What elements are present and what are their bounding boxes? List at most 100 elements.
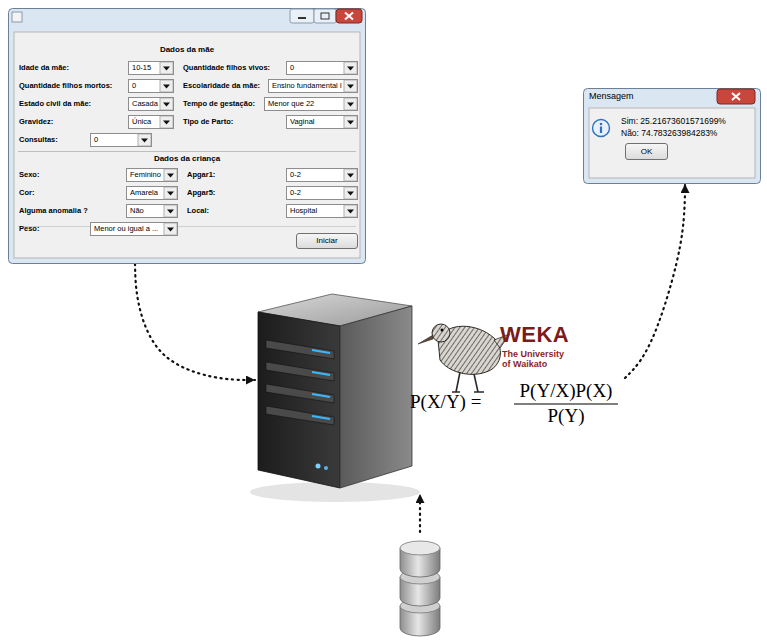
push-button: Iniciar (296, 233, 358, 249)
formula-part: P(Y/X)P(X) (512, 380, 620, 402)
info-icon-dot (600, 123, 603, 126)
combo-arrow-button (344, 98, 357, 110)
combo-arrow-button (160, 116, 173, 128)
combo-arrow-glyph (347, 85, 354, 89)
weka-bird (441, 329, 444, 332)
logo-text: WEKA (500, 322, 569, 348)
data-flow-arrow (625, 184, 685, 378)
info-icon (593, 120, 610, 137)
weka-bird (418, 324, 510, 392)
field-label: Tempo de gestação: (183, 97, 255, 111)
field-value: 0 (290, 62, 294, 74)
server-icon (340, 306, 412, 488)
combo-arrow-glyph (163, 85, 170, 89)
field-label: Tipo de Parto: (183, 115, 233, 129)
field-value: Não (130, 205, 144, 217)
weka-bird (432, 324, 450, 342)
status-light (312, 372, 330, 375)
combo-box: Quantidade filhos vivos:0 (286, 61, 358, 75)
field-value: Casada (132, 98, 158, 110)
combo-arrow-button (160, 62, 173, 74)
form-window: Idade da mãe:10-15Quantidade filhos vivo… (8, 8, 366, 264)
field-label: Alguma anomalia ? (19, 204, 88, 218)
result-text: Sim: 25.21673601571699% (621, 116, 726, 126)
combo-box: Peso:Menor ou igual a ... (90, 222, 178, 236)
server-icon (316, 464, 321, 469)
window-frame (9, 9, 366, 264)
drive-bay (266, 406, 334, 425)
combo-box: Gravidez:Única (128, 115, 174, 129)
formula-part: P(X/Y) = (410, 391, 481, 413)
field-value: Ensino fundamental I (272, 80, 342, 92)
combo-box: Apgar5:0-2 (286, 186, 358, 200)
field-label: Peso: (19, 222, 39, 236)
combo-box: Idade da mãe:10-15 (128, 61, 174, 75)
combo-arrow (287, 62, 357, 74)
section-heading: Dados da mãe (8, 45, 366, 54)
minimize-button (290, 9, 314, 23)
combo-arrow-button (164, 169, 177, 181)
combo-arrow-glyph (141, 139, 148, 143)
combo-arrow-button (344, 62, 357, 74)
logo-subtext: The University of Waikato (502, 350, 574, 370)
form-panel (14, 32, 360, 258)
data-flow-line (419, 494, 421, 532)
weka-bird (418, 335, 433, 344)
field-value: Menor que 22 (268, 98, 314, 110)
section-separator (18, 151, 356, 152)
result-text: Não: 74.783263984283% (621, 128, 717, 138)
field-label: Quantidade filhos vivos: (183, 61, 270, 75)
field-label: Consultas: (19, 133, 58, 147)
field-value: 0-2 (290, 169, 301, 181)
field-label: Sexo: (19, 168, 39, 182)
weka-bird (452, 372, 484, 392)
field-value: 0-2 (290, 187, 301, 199)
combo-arrow-glyph (347, 192, 354, 196)
server-icon (266, 340, 334, 425)
formula-part: P(Y) (512, 405, 620, 427)
database-icon (400, 541, 440, 555)
field-label: Idade da mãe: (19, 61, 69, 75)
combo-arrow-glyph (347, 121, 354, 125)
field-value: 0 (94, 134, 98, 146)
combo-arrow-button (164, 205, 177, 217)
combo-box: Quantidade filhos mortos:0 (128, 79, 174, 93)
field-label: Apgar1: (187, 168, 215, 182)
combo-box: Estado civil da mãe:Casada (128, 97, 174, 111)
field-label: Apgar5: (187, 186, 215, 200)
field-value: 10-15 (132, 62, 151, 74)
combo-arrow-glyph (347, 174, 354, 178)
combo-arrow-glyph (163, 121, 170, 125)
field-label: Cor: (19, 186, 34, 200)
close-cross (345, 13, 353, 20)
combo-arrow-button (160, 98, 173, 110)
field-value: Vaginal (290, 116, 314, 128)
combo-arrow-button (344, 116, 357, 128)
combo-box: Escolaridade da mãe:Ensino fundamental I (268, 79, 358, 93)
minimize-glyph (298, 17, 306, 19)
status-light (312, 416, 330, 419)
combo-arrow-glyph (347, 103, 354, 107)
button-label: OK (626, 144, 667, 159)
combo-box: Apgar1:0-2 (286, 168, 358, 182)
combo-arrow-button (344, 80, 357, 92)
combo-box: Tipo de Parto:Vaginal (286, 115, 358, 129)
combo-arrow-button (164, 187, 177, 199)
server-icon (258, 312, 340, 488)
combo-arrow-button (344, 205, 357, 217)
combo-arrow-glyph (167, 228, 174, 232)
window-frame (584, 89, 761, 184)
status-light (312, 350, 330, 353)
combo-arrow-button (164, 223, 177, 235)
field-value: 0 (132, 80, 136, 92)
section-heading: Dados da criança (8, 154, 366, 163)
status-light (312, 394, 330, 397)
database-icon (400, 541, 440, 636)
field-label: Local: (187, 204, 209, 218)
combo-arrow-glyph (347, 67, 354, 71)
field-label: Escolaridade da mãe: (183, 79, 260, 93)
field-label: Estado civil da mãe: (19, 97, 91, 111)
combo-box: Alguma anomalia ?Não (126, 204, 178, 218)
combo-arrow-glyph (347, 210, 354, 214)
